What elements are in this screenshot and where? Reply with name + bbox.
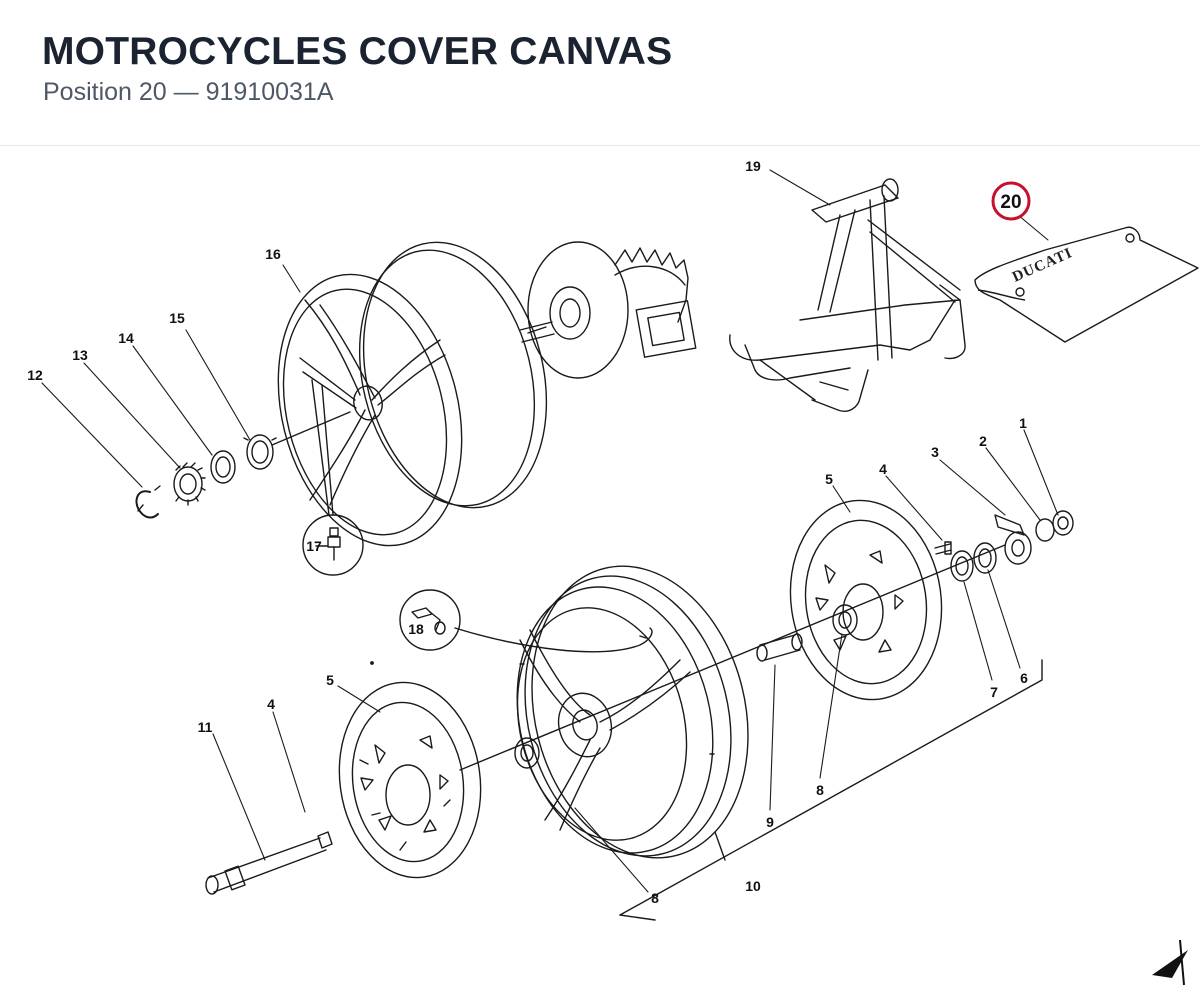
callout-18: 18 xyxy=(408,621,424,637)
rear-wheel-drawing xyxy=(277,241,548,547)
assembly-brackets-drawing xyxy=(619,659,1043,921)
callout-9: 9 xyxy=(766,814,774,830)
front-right-small-parts-drawing xyxy=(934,510,1074,582)
callout-15: 15 xyxy=(169,310,185,326)
arrow-logo-icon xyxy=(1152,939,1188,986)
page-header: MOTROCYCLES COVER CANVAS Position 20 — 9… xyxy=(0,0,1200,146)
callout-5-front: 5 xyxy=(326,672,334,688)
front-disc-left-drawing xyxy=(338,681,482,879)
callout-3: 3 xyxy=(931,444,939,460)
callout-2: 2 xyxy=(979,433,987,449)
paddock-stand-drawing xyxy=(729,178,966,412)
callout-10: 10 xyxy=(745,878,761,894)
callout-4: 4 xyxy=(879,461,887,477)
rear-small-parts-drawing xyxy=(135,411,351,519)
highlight-ring xyxy=(991,181,1031,221)
callout-labels: 1 2 3 4 5 6 7 8 9 10 11 12 13 14 15 16 1… xyxy=(27,158,1028,906)
page-subtitle: Position 20 — 91910031A xyxy=(43,78,334,106)
callout-19: 19 xyxy=(745,158,761,174)
rear-sprocket-drawing xyxy=(519,241,697,379)
cover-canvas-drawing: DUCATI xyxy=(974,226,1199,343)
callout-4-front: 4 xyxy=(267,696,275,712)
callout-14: 14 xyxy=(118,330,134,346)
callout-12: 12 xyxy=(27,367,43,383)
callout-7: 7 xyxy=(990,684,998,700)
callout-8-front: 8 xyxy=(651,890,659,906)
front-wheel-drawing xyxy=(514,565,749,859)
front-disc-right-drawing xyxy=(789,499,943,701)
part-18-inset-drawing xyxy=(399,589,653,653)
callout-8: 8 xyxy=(816,782,824,798)
position-20-callout[interactable]: 20 xyxy=(991,181,1031,221)
front-bearing-right-drawing xyxy=(832,604,858,636)
callout-17: 17 xyxy=(306,538,322,554)
callout-6: 6 xyxy=(1020,670,1028,686)
callout-1: 1 xyxy=(1019,415,1027,431)
page-title: MOTROCYCLES COVER CANVAS xyxy=(42,30,673,73)
callout-5: 5 xyxy=(825,471,833,487)
callout-20-label: 20 xyxy=(1000,192,1021,213)
callout-16: 16 xyxy=(265,246,281,262)
part-17-inset-drawing xyxy=(302,379,364,576)
leader-lines xyxy=(41,169,1059,893)
callout-13: 13 xyxy=(72,347,88,363)
callout-11: 11 xyxy=(198,719,213,735)
